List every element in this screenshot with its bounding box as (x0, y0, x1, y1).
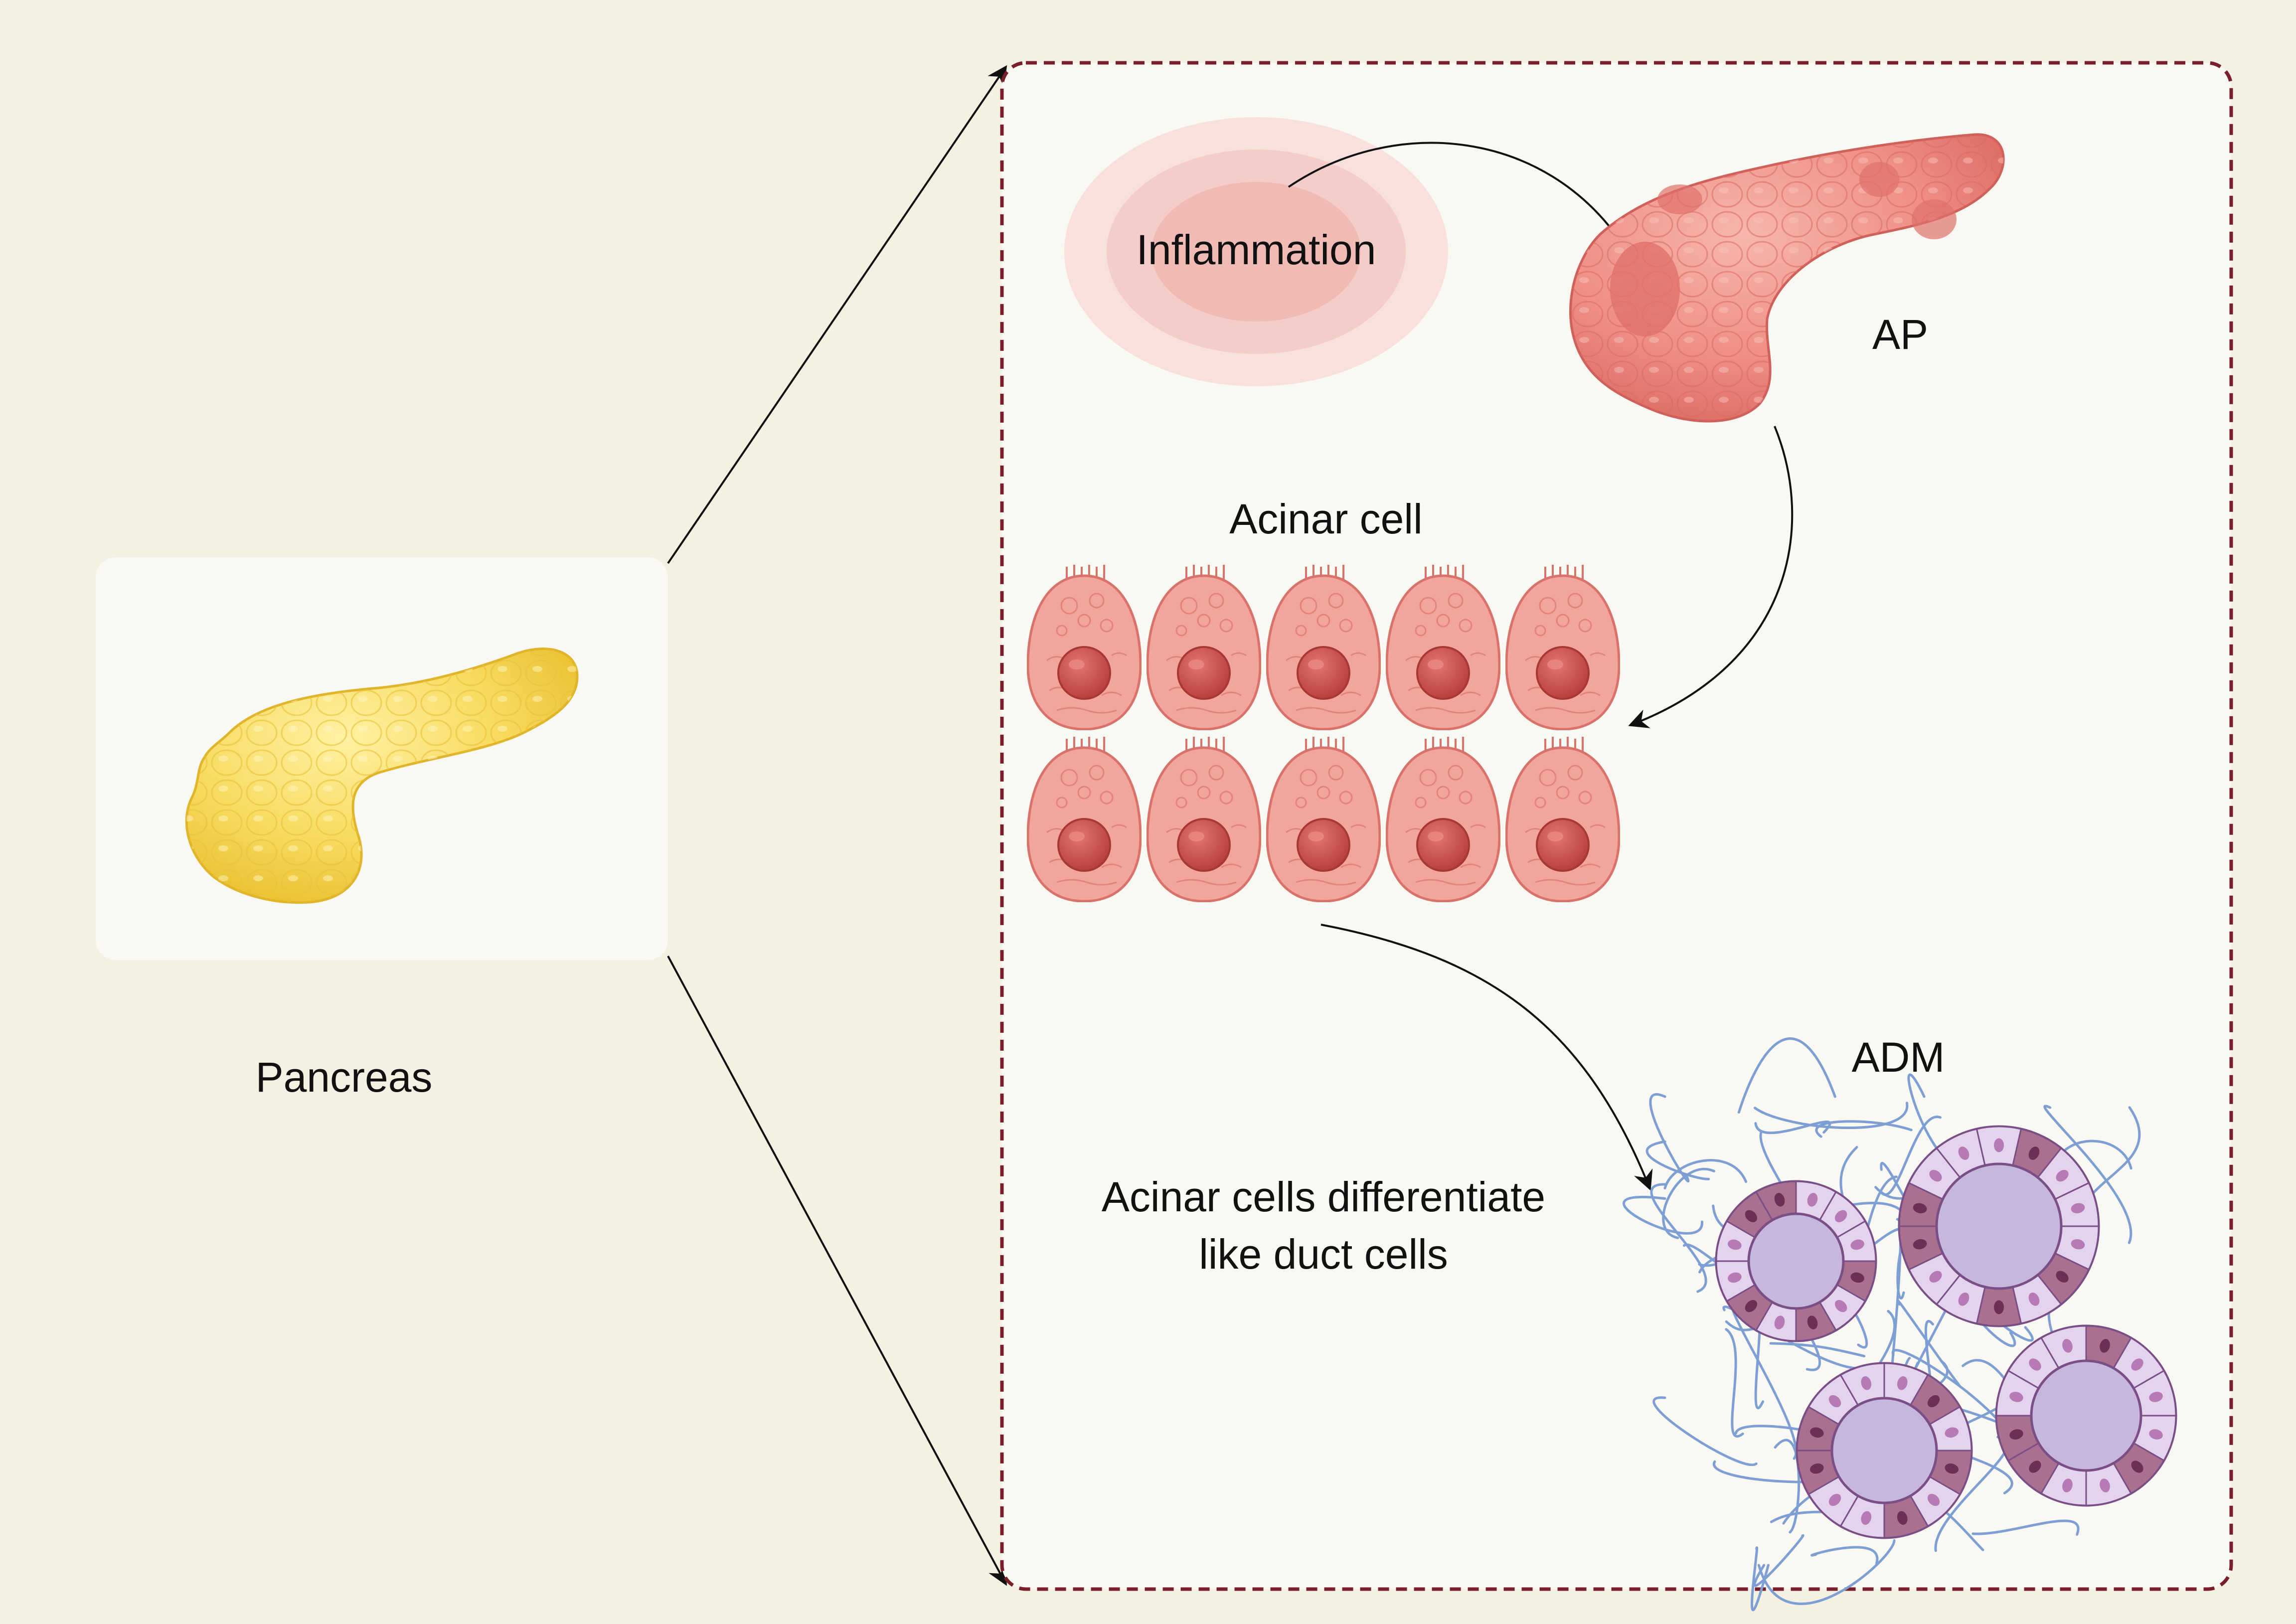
duct-cell-nucleus (1945, 1427, 1959, 1438)
duct-cell-nucleus (1945, 1463, 1959, 1474)
duct-cell-nucleus (1927, 1493, 1940, 1506)
duct-cell-nucleus (2029, 1461, 2041, 1473)
stroma-fiber (1663, 1159, 1748, 1190)
differentiation-line-2: like duct cells (1199, 1231, 1448, 1278)
duct-cell-nucleus (2009, 1429, 2023, 1440)
duct-cell-nucleus (1897, 1511, 1908, 1525)
duct-lumen (1935, 1162, 2063, 1290)
duct-cell-nucleus (1810, 1427, 1824, 1438)
duct-cell-nucleus (2131, 1461, 2143, 1473)
duct-cell-nucleus (1958, 1146, 1969, 1160)
pancreas-icon (185, 648, 579, 904)
duct-ring (1796, 1362, 1973, 1539)
duct-cell-nucleus (2071, 1203, 2085, 1214)
duct-cell-nucleus (2100, 1339, 2110, 1353)
stroma-fiber (1725, 1328, 1744, 1438)
zoom-line-top (667, 65, 1007, 564)
duct-cell-nucleus (1861, 1511, 1872, 1525)
duct-ring (1898, 1125, 2100, 1327)
inflamed-pancreas-icon (1569, 133, 2005, 423)
arrow-acinar-to-adm (1320, 924, 1653, 1191)
duct-cell-nucleus (1807, 1315, 1818, 1329)
stroma-fiber (1662, 1167, 1715, 1239)
duct-cell-nucleus (2056, 1271, 2069, 1283)
duct-cell-nucleus (1958, 1293, 1969, 1306)
inflammation-glow (1064, 117, 1448, 386)
zoom-line-bottom (667, 956, 1007, 1586)
duct-cell-nucleus (2131, 1358, 2143, 1371)
duct-cell-nucleus (2009, 1392, 2023, 1402)
duct-cell-nucleus (1745, 1299, 1758, 1312)
duct-cell-nucleus (1834, 1299, 1847, 1312)
duct-cell-nucleus (1850, 1239, 1864, 1250)
duct-cell-nucleus (1828, 1395, 1841, 1408)
duct-ring (1715, 1180, 1877, 1342)
stroma-fiber (1774, 1439, 1801, 1534)
duct-cell-nucleus (1913, 1239, 1927, 1250)
duct-cell-nucleus (1929, 1271, 1942, 1283)
duct-cell-nucleus (1745, 1210, 1758, 1223)
stroma-fiber (1769, 1342, 1866, 1358)
duct-cell-nucleus (1834, 1210, 1847, 1223)
stroma-fiber (1879, 1116, 1942, 1196)
adm-label: ADM (1852, 1034, 1945, 1081)
duct-cell-nucleus (1929, 1169, 1942, 1182)
duct-cell-nucleus (2100, 1478, 2110, 1492)
duct-cell-nucleus (2028, 1146, 2040, 1160)
duct-ring (1995, 1324, 2177, 1507)
stroma-fiber (1753, 1102, 1909, 1130)
duct-cell-nucleus (1810, 1463, 1824, 1474)
arrow-ap-to-acinar (1628, 426, 1794, 728)
duct-cell-nucleus (2149, 1392, 2163, 1402)
duct-cell-nucleus (1807, 1193, 1818, 1207)
stroma-fiber (1737, 1037, 1836, 1114)
duct-cell-nucleus (1861, 1376, 1872, 1390)
duct-cell-nucleus (2028, 1293, 2040, 1306)
duct-cell-nucleus (2029, 1358, 2041, 1371)
stroma-fiber (1971, 1519, 2080, 1536)
duct-cell-nucleus (1913, 1203, 1927, 1214)
duct-lumen (1830, 1397, 1938, 1504)
duct-cell-nucleus (2149, 1429, 2163, 1440)
stroma-fiber (1652, 1396, 1758, 1466)
stroma-fiber (1750, 1546, 1770, 1612)
stroma-fiber (2043, 1105, 2132, 1244)
duct-cell-nucleus (2071, 1239, 2085, 1250)
stroma-fiber (1757, 1539, 1896, 1605)
duct-cell-nucleus (1897, 1376, 1908, 1390)
inflammation-label: Inflammation (1137, 226, 1376, 273)
differentiation-line-1: Acinar cells differentiate (1102, 1173, 1545, 1220)
stroma-fiber (1810, 1546, 1879, 1565)
stroma-fiber (1623, 1195, 1704, 1235)
duct-cell-nucleus (1994, 1300, 2004, 1314)
duct-cell-nucleus (2062, 1339, 2073, 1353)
stroma-fiber (1815, 1120, 1913, 1138)
ap-label: AP (1872, 311, 1928, 358)
pancreas-label: Pancreas (256, 1054, 433, 1101)
duct-lumen (1747, 1212, 1845, 1310)
duct-cell-nucleus (1774, 1193, 1785, 1207)
duct-cell-nucleus (2062, 1478, 2073, 1492)
stroma-fiber (1896, 1299, 1961, 1387)
duct-cell-nucleus (1728, 1272, 1742, 1283)
stroma-fiber (1731, 1304, 1798, 1460)
duct-cell-nucleus (1927, 1395, 1940, 1408)
duct-lumen (2030, 1359, 2142, 1472)
arrow-inflammation-to-ap (1288, 142, 1624, 246)
stroma-fiber (1645, 1140, 1710, 1180)
duct-cell-nucleus (1728, 1239, 1742, 1250)
duct-cell-nucleus (1828, 1493, 1841, 1506)
duct-cell-nucleus (2056, 1169, 2069, 1182)
stroma-fiber (1753, 1534, 1804, 1587)
acinar-cell-label: Acinar cell (1229, 495, 1422, 542)
stroma-fiber (2091, 1106, 2141, 1196)
duct-cell-nucleus (1774, 1315, 1785, 1329)
duct-cell-nucleus (1994, 1138, 2004, 1152)
duct-structure-icon (1623, 1037, 2177, 1612)
duct-cell-nucleus (1850, 1272, 1864, 1283)
